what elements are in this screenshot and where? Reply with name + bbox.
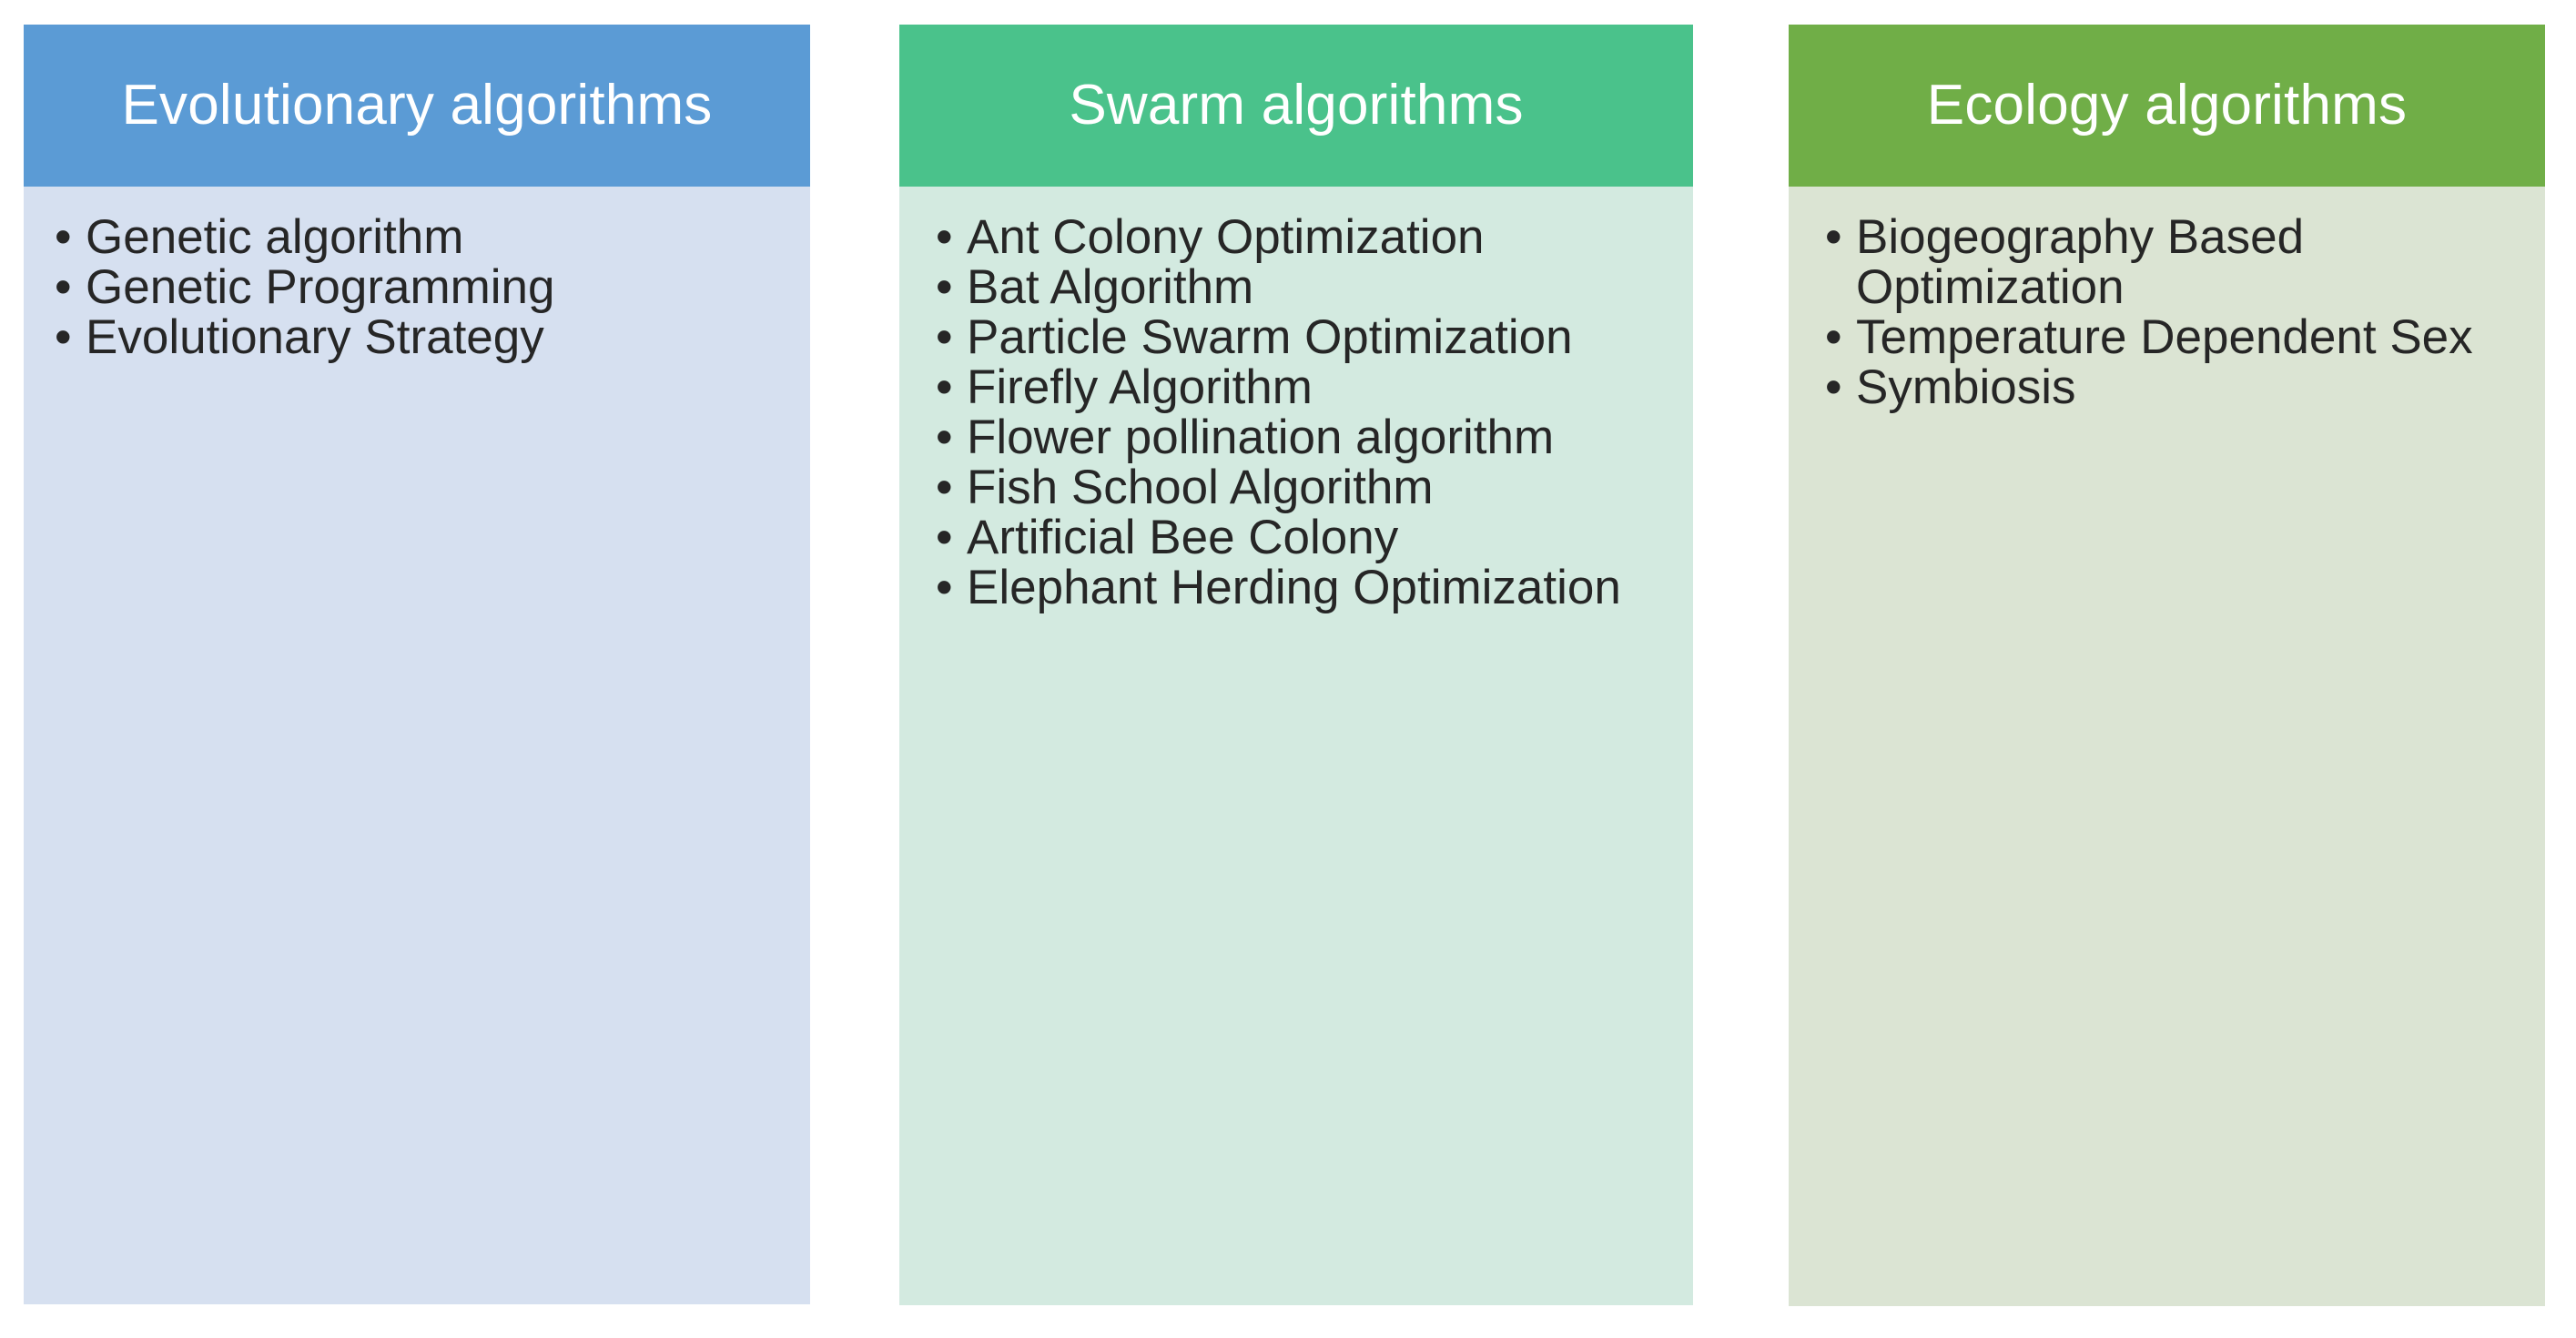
bullet-icon: • (1825, 210, 1842, 264)
list-item-label: Artificial Bee Colony (967, 511, 1399, 564)
list-item-label: Temperature Dependent Sex (1856, 310, 2473, 364)
list-item-label: Ant Colony Optimization (967, 210, 1485, 264)
column-title: Evolutionary algorithms (121, 74, 713, 137)
list-item: • Genetic algorithm (55, 212, 792, 262)
bullet-icon: • (55, 310, 72, 364)
list-item-label: Firefly Algorithm (967, 360, 1313, 414)
column-title: Ecology algorithms (1926, 74, 2408, 137)
list-item: • Firefly Algorithm (936, 362, 1660, 412)
bullet-icon: • (936, 461, 953, 514)
algorithm-list-swarm: • Ant Colony Optimization • Bat Algorith… (936, 212, 1660, 613)
list-item: • Fish School Algorithm (936, 462, 1660, 512)
bullet-icon: • (1825, 360, 1842, 414)
list-item-label: Elephant Herding Optimization (967, 561, 1621, 614)
list-item-label: Genetic algorithm (86, 210, 464, 264)
column-header-ecology: Ecology algorithms (1789, 25, 2545, 187)
list-item: • Evolutionary Strategy (55, 312, 792, 362)
bullet-icon: • (936, 511, 953, 564)
list-item: • Flower pollination algorithm (936, 412, 1660, 462)
list-item-label: Genetic Programming (86, 260, 555, 314)
list-item-label: Flower pollination algorithm (967, 411, 1555, 464)
list-item-label: Evolutionary Strategy (86, 310, 544, 364)
list-item: • Bat Algorithm (936, 262, 1660, 312)
algorithm-list-evolutionary: • Genetic algorithm • Genetic Programmin… (55, 212, 792, 362)
bullet-icon: • (1825, 310, 1842, 364)
column-body-evolutionary: • Genetic algorithm • Genetic Programmin… (24, 187, 810, 1304)
category-column-ecology: Ecology algorithms • Biogeography Based … (1789, 25, 2545, 1306)
column-header-swarm: Swarm algorithms (899, 25, 1693, 187)
category-column-evolutionary: Evolutionary algorithms • Genetic algori… (24, 25, 810, 1304)
list-item: • Genetic Programming (55, 262, 792, 312)
list-item: • Elephant Herding Optimization (936, 563, 1660, 613)
list-item: • Particle Swarm Optimization (936, 312, 1660, 362)
bullet-icon: • (936, 210, 953, 264)
bullet-icon: • (936, 411, 953, 464)
list-item: • Biogeography Based Optimization (1825, 212, 2512, 312)
column-body-ecology: • Biogeography Based Optimization • Temp… (1789, 187, 2545, 1306)
bullet-icon: • (55, 210, 72, 264)
list-item-label: Biogeography Based Optimization (1856, 210, 2305, 314)
list-item-label: Symbiosis (1856, 360, 2076, 414)
list-item: • Temperature Dependent Sex (1825, 312, 2512, 362)
bullet-icon: • (55, 260, 72, 314)
bullet-icon: • (936, 360, 953, 414)
column-header-evolutionary: Evolutionary algorithms (24, 25, 810, 187)
list-item: • Ant Colony Optimization (936, 212, 1660, 262)
bullet-icon: • (936, 310, 953, 364)
bullet-icon: • (936, 561, 953, 614)
list-item-label: Bat Algorithm (967, 260, 1254, 314)
category-column-swarm: Swarm algorithms • Ant Colony Optimizati… (899, 25, 1693, 1305)
bullet-icon: • (936, 260, 953, 314)
list-item: • Symbiosis (1825, 362, 2512, 412)
column-title: Swarm algorithms (1069, 74, 1524, 137)
list-item: • Artificial Bee Colony (936, 512, 1660, 563)
algorithm-list-ecology: • Biogeography Based Optimization • Temp… (1825, 212, 2512, 412)
list-item-label: Particle Swarm Optimization (967, 310, 1573, 364)
column-body-swarm: • Ant Colony Optimization • Bat Algorith… (899, 187, 1693, 1305)
list-item-label: Fish School Algorithm (967, 461, 1434, 514)
